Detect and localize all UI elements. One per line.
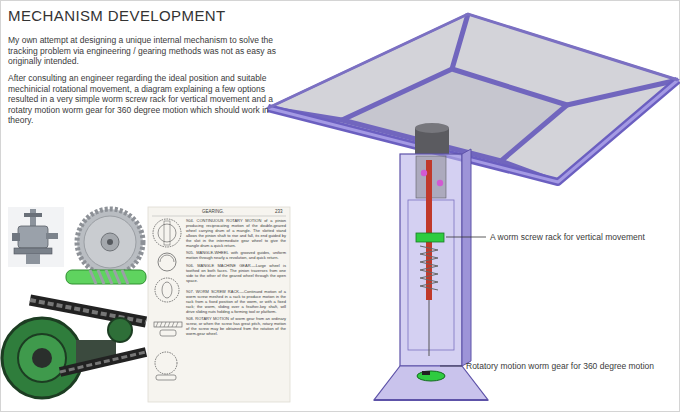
chain-drive-photo bbox=[60, 352, 146, 372]
chain-drive-photo bbox=[2, 318, 82, 398]
column-base bbox=[374, 366, 488, 400]
worm-gear-photo bbox=[101, 233, 119, 251]
book-page-scan bbox=[158, 253, 176, 271]
gear-jack-photo bbox=[12, 233, 20, 241]
chain-drive-photo bbox=[30, 300, 146, 322]
chain-drive-photo bbox=[108, 318, 132, 342]
leader-line bbox=[440, 366, 462, 367]
worm-gear-photo bbox=[66, 205, 146, 291]
support-column bbox=[462, 149, 471, 366]
book-page-scan bbox=[153, 219, 181, 247]
worm-screw-rack bbox=[429, 300, 430, 356]
book-page-scan bbox=[154, 322, 182, 327]
worm-gear-photo bbox=[77, 209, 143, 275]
rotary-worm-gear bbox=[417, 371, 445, 381]
chain-drive-photo bbox=[2, 290, 146, 402]
figure-caption: 907. WORM SCREW RACK.—Continued motion o… bbox=[186, 290, 286, 315]
book-page-scan bbox=[162, 282, 172, 298]
worm-screw-rack bbox=[420, 246, 438, 290]
canopy-panel bbox=[268, 14, 678, 182]
column-base bbox=[374, 366, 488, 400]
worm-gear-photo bbox=[66, 270, 146, 284]
book-text-column: 904. CONTINUOUS ROTARY MOTION of a pinio… bbox=[186, 219, 286, 337]
book-page-scan bbox=[164, 221, 170, 245]
support-column bbox=[415, 123, 449, 133]
worm-screw-rack bbox=[421, 170, 427, 176]
book-page-scan bbox=[148, 207, 290, 402]
body-paragraph: My own attempt at designing a unique int… bbox=[8, 35, 280, 67]
leader-line bbox=[440, 237, 486, 366]
chain-drive-photo bbox=[60, 352, 146, 372]
worm-gear-photo bbox=[66, 205, 146, 291]
gear-jack-photo bbox=[26, 254, 40, 264]
worm-gear-photo bbox=[84, 216, 136, 268]
worm-gear-photo bbox=[107, 239, 113, 245]
leader-line bbox=[446, 237, 486, 238]
callout-label: Rotatory motion worm gear for 360 degree… bbox=[466, 361, 654, 371]
gear-jack-photo bbox=[14, 248, 52, 254]
gear-jack-photo bbox=[8, 207, 64, 267]
canopy-panel bbox=[268, 14, 678, 182]
column-base bbox=[374, 399, 488, 401]
body-paragraph: After consulting an engineer regarding t… bbox=[8, 73, 280, 126]
worm-screw-rack bbox=[426, 160, 432, 300]
book-page-scan bbox=[158, 224, 176, 242]
gear-jack-photo bbox=[24, 213, 42, 217]
book-page-header: GEARING. bbox=[202, 209, 224, 214]
page-title: MECHANISM DEVELOPMENT bbox=[8, 7, 226, 24]
support-column bbox=[400, 123, 471, 366]
book-page-scan bbox=[160, 330, 176, 336]
worm-gear-photo bbox=[90, 270, 128, 284]
figure-caption: 905. MANGLE-WHEEL with grooved guides, u… bbox=[186, 251, 286, 261]
gear-jack-photo bbox=[30, 209, 36, 227]
chain-drive-photo bbox=[32, 348, 52, 368]
callout-label: A worm screw rack for vertical movement bbox=[490, 232, 645, 242]
gear-jack-photo bbox=[46, 233, 58, 239]
figure-caption: 908. ROTARY MOTION of worm gear from an … bbox=[186, 317, 286, 337]
book-page-scan bbox=[160, 255, 174, 262]
figure-caption: 906. MANGLE MACHINE GEAR.—Large wheel is… bbox=[186, 264, 286, 284]
rotary-worm-gear bbox=[422, 371, 430, 375]
canopy-panel bbox=[268, 14, 678, 108]
chain-drive-photo bbox=[30, 300, 146, 322]
book-page-scan bbox=[156, 322, 178, 327]
canopy-panel bbox=[268, 14, 678, 182]
page-number: 233 bbox=[275, 209, 283, 214]
canopy-panel bbox=[268, 80, 678, 182]
book-page-scan bbox=[155, 352, 177, 374]
worm-screw-rack bbox=[437, 180, 443, 186]
canopy-panel bbox=[342, 69, 567, 161]
book-page-scan bbox=[155, 278, 179, 302]
rotary-worm-gear bbox=[417, 371, 445, 381]
book-page-scan bbox=[148, 207, 290, 402]
canopy-panel bbox=[268, 80, 678, 182]
gear-jack-photo bbox=[18, 226, 48, 248]
support-column bbox=[400, 154, 462, 366]
worm-screw-rack bbox=[416, 233, 444, 242]
book-page-scan bbox=[156, 375, 176, 380]
gear-jack-photo bbox=[8, 207, 64, 267]
book-page-scan bbox=[152, 216, 286, 217]
chain-drive-photo bbox=[18, 334, 66, 382]
figure-caption: 904. CONTINUOUS ROTARY MOTION of a pinio… bbox=[186, 219, 286, 248]
worm-screw-rack bbox=[416, 160, 444, 356]
